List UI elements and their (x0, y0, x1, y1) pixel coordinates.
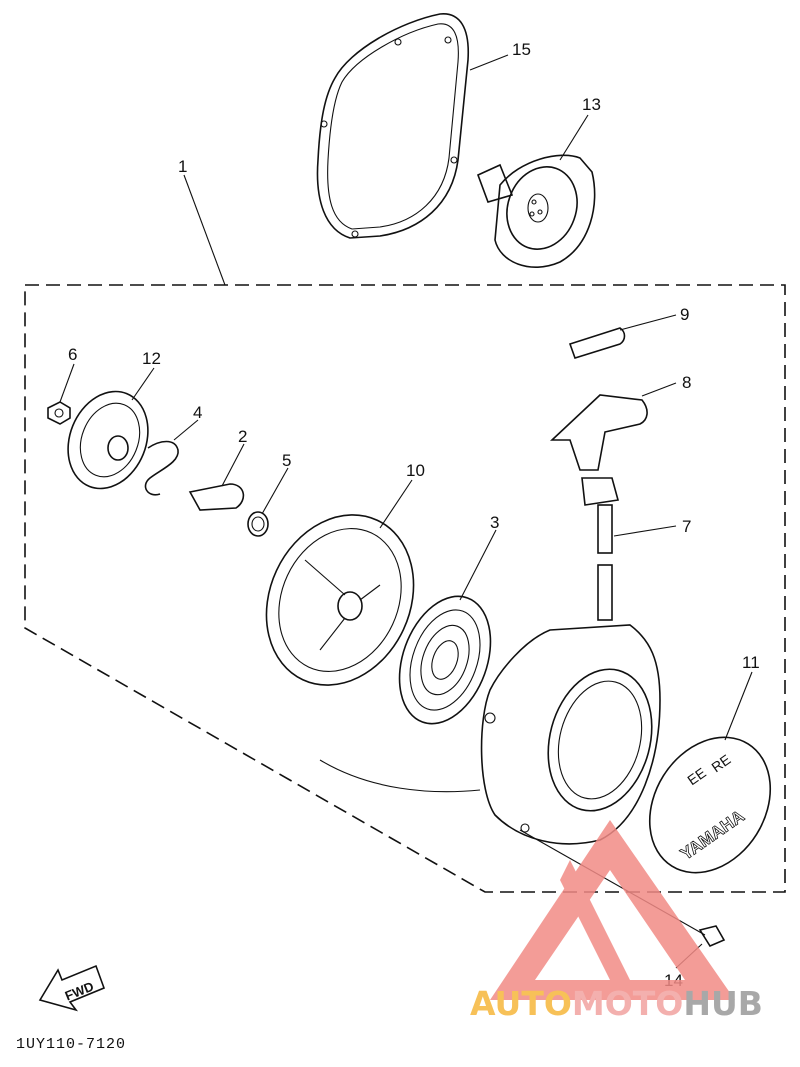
pulley-part (476, 154, 596, 268)
callout-6: 6 (68, 345, 77, 364)
pawl-part (188, 483, 245, 511)
callout-8: 8 (682, 373, 691, 392)
handle-part (549, 394, 648, 506)
callout-5: 5 (282, 451, 291, 470)
callout-4: 4 (193, 403, 202, 422)
drawing-code: 1UY110-7120 (16, 1036, 126, 1053)
callout-7: 7 (682, 517, 691, 536)
callout-10: 10 (406, 461, 425, 480)
watermark-auto: AUTO (470, 984, 572, 1023)
watermark-hub: HUB (683, 984, 763, 1023)
drive-plate-part (67, 390, 149, 490)
callout-13: 13 (582, 95, 601, 114)
rope-part (319, 504, 613, 793)
small-spring-part (247, 511, 269, 537)
handle-cap-part (568, 327, 626, 359)
callout-9: 9 (680, 305, 689, 324)
callout-15: 15 (512, 40, 531, 59)
emblem-mid-text: RE (708, 751, 733, 775)
emblem-yamaha-text: YAMAHA (677, 806, 748, 863)
callout-2: 2 (238, 427, 247, 446)
watermark-triangle-icon (490, 820, 735, 1000)
starter-case-part (480, 624, 661, 845)
reel-part (265, 514, 415, 686)
recoil-spring-part (398, 595, 492, 725)
assembly-group-outline (24, 284, 786, 893)
callout-11: 11 (742, 653, 760, 672)
svg-text:AUTOMOTOHUB: AUTOMOTOHUB (470, 984, 763, 1023)
emblem-top-text: EE (684, 764, 708, 788)
fwd-label: FWD (63, 979, 96, 1004)
callout-3: 3 (490, 513, 499, 532)
watermark-moto: MOTO (572, 984, 683, 1023)
watermark-logo: AUTOMOTOHUB (470, 820, 763, 1023)
callout-1: 1 (178, 157, 187, 176)
callout-12: 12 (142, 349, 161, 368)
nut-part (47, 401, 71, 425)
spring-clip-part (144, 440, 179, 496)
gasket-part (316, 13, 470, 239)
leader-lines (59, 54, 753, 969)
fwd-arrow-icon: FWD (38, 964, 106, 1012)
